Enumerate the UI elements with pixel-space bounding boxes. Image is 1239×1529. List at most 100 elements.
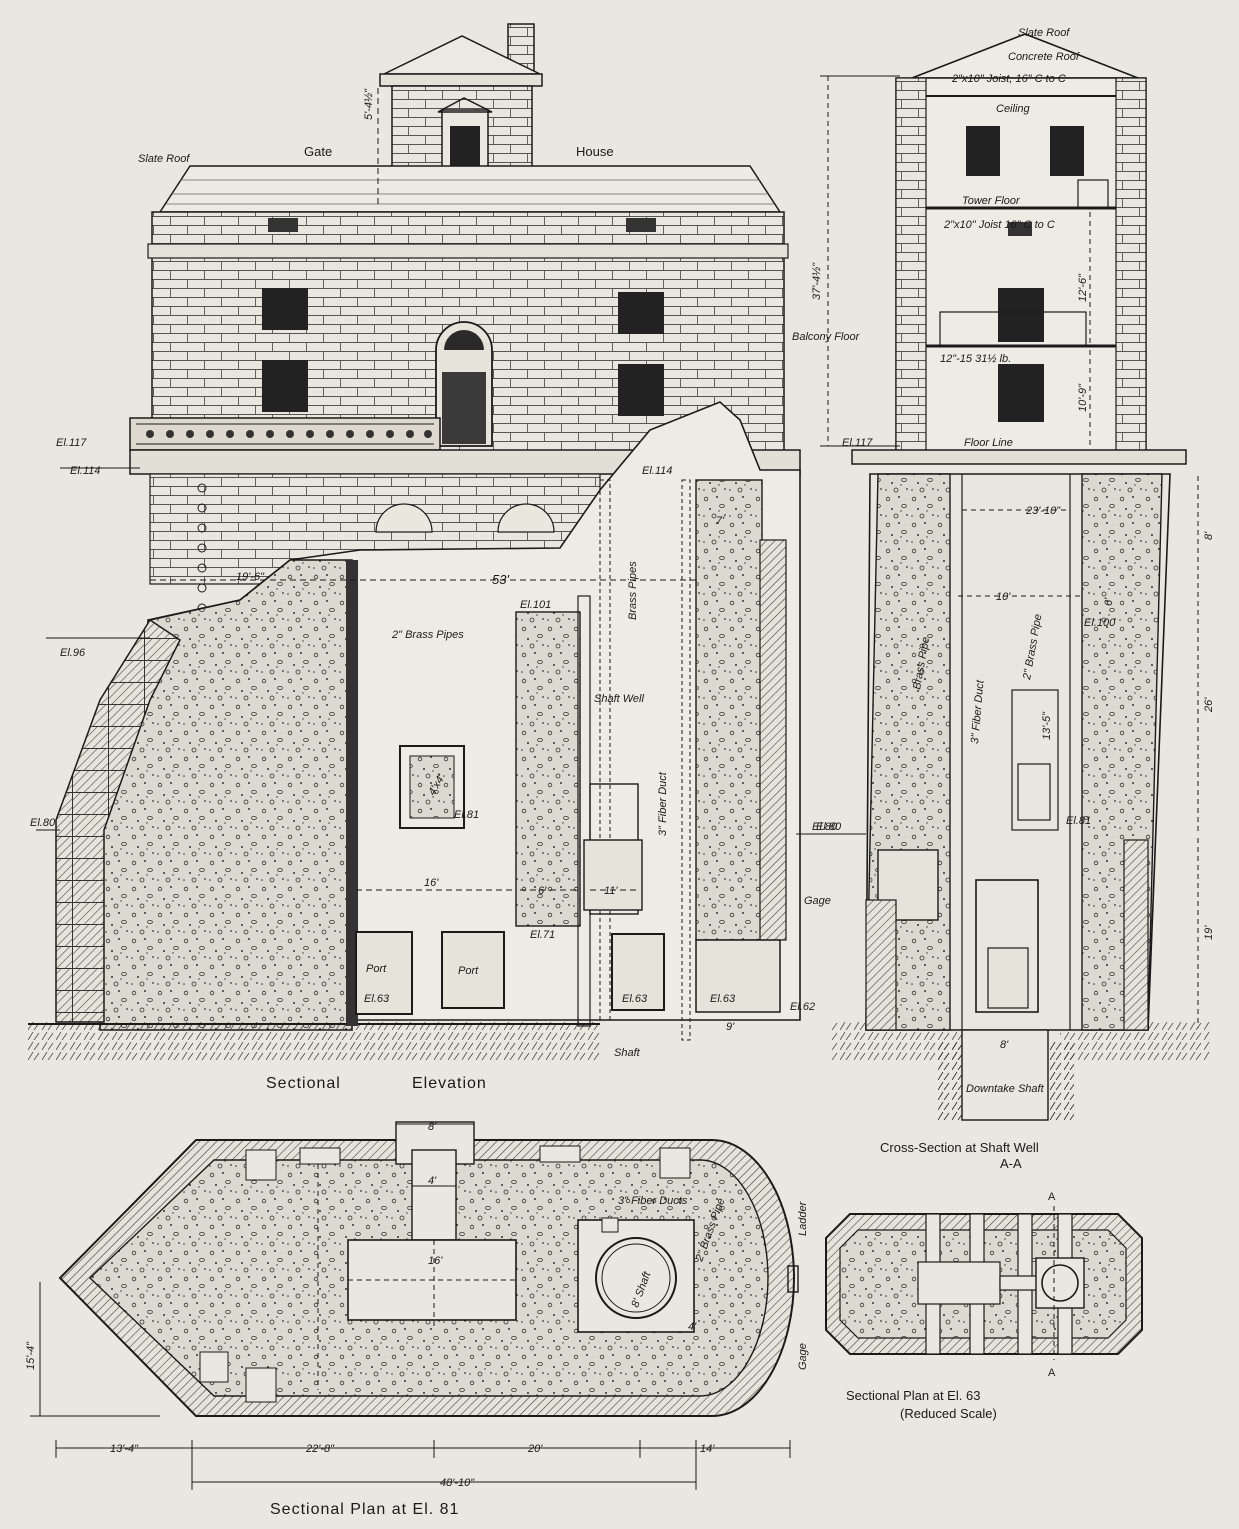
section-marker: A — [1048, 1191, 1056, 1203]
plan63-caption: (Reduced Scale) — [900, 1406, 997, 1421]
cornice — [147, 243, 789, 259]
cross-el80: El.80 — [816, 821, 842, 833]
dim-label: 14' — [700, 1443, 715, 1455]
elevation-caption: Sectional — [266, 1075, 341, 1092]
slate-roof-label: Slate Roof — [1018, 27, 1070, 39]
cross-caption: Cross-Section at Shaft Well — [880, 1140, 1039, 1155]
elevation-el114: El.114 — [70, 465, 100, 477]
elevation-el63: El.63 — [622, 993, 648, 1005]
elevation-el101: El.101 — [520, 599, 551, 611]
shaft-well-label: Shaft Well — [594, 693, 644, 705]
dim-label: 23'-10" — [1025, 505, 1061, 517]
window — [618, 364, 664, 416]
gage-label: Gage — [797, 1343, 809, 1370]
dim-label: 10'-9" — [1077, 383, 1089, 412]
joist-label: 2"x10" Joist 16" C to C — [943, 219, 1055, 231]
dim-label: 13'-5" — [1041, 711, 1053, 740]
dim-label: 26' — [1203, 697, 1215, 713]
balcony-floor-label: Balcony Floor — [792, 331, 861, 343]
dim-label: 13'-4" — [110, 1443, 139, 1455]
rail-label: 12"-15 31½ lb. — [940, 353, 1011, 365]
elevation-el81: El.81 — [454, 809, 479, 821]
brass-pipes-label: 2" Brass Pipes — [391, 629, 464, 641]
dim-label: 19' — [1203, 925, 1215, 940]
cross-el100: El.100 — [1084, 617, 1116, 629]
opening-4x4 — [399, 745, 465, 829]
cross-el81: El.81 — [1066, 815, 1091, 827]
dim-label: 20' — [527, 1443, 543, 1455]
dim-label: 8' — [428, 1121, 437, 1133]
floor-line-label: Floor Line — [964, 437, 1013, 449]
ladder-label: Ladder — [797, 1200, 809, 1236]
wall — [346, 560, 358, 1026]
dim-label: 6' — [538, 885, 547, 897]
dim-label: 8' — [1203, 531, 1215, 540]
port — [441, 931, 505, 1009]
port-label: Port — [366, 963, 387, 975]
ground — [28, 1022, 600, 1062]
house-label: House — [576, 144, 614, 159]
elevation-el63: El.63 — [364, 993, 390, 1005]
dim-label: 16' — [424, 877, 439, 889]
elevation-el96: El.96 — [60, 647, 86, 659]
stepped-wall — [55, 618, 181, 1023]
right-wall — [695, 479, 763, 941]
brass-pipes-label: Brass Pipes — [627, 561, 639, 620]
dim-label: 9' — [726, 1021, 735, 1033]
dim-label: 48'-10" — [440, 1477, 475, 1489]
dim-label: 19'-6" — [236, 571, 265, 583]
cross-caption: A-A — [1000, 1156, 1022, 1171]
elevation-el71: El.71 — [530, 929, 555, 941]
dim-label: 4' — [428, 1175, 437, 1187]
window — [262, 360, 308, 412]
joist-label: 2"x10" Joist, 16" C to C — [951, 73, 1066, 85]
pier — [515, 611, 581, 927]
plan-el81: 8' 4' 16' 3" Fiber Ducts 8' Shaft 2" Bra… — [25, 1121, 809, 1518]
dim-label: 37'-4½" — [811, 262, 823, 300]
dim-label: 53' — [492, 572, 509, 587]
plan-el63: A A Sectional Plan at El. 63 (Reduced Sc… — [825, 1191, 1143, 1421]
dim-label: 6' — [1103, 597, 1115, 606]
sectional-elevation: Slate Roof Gate House 5'-4½" El.117 El.1… — [28, 23, 1210, 1092]
elevation-caption: Elevation — [412, 1075, 487, 1092]
dim-label: 5'-4½" — [363, 88, 375, 120]
gate-label: Gate — [304, 144, 332, 159]
fiber-ducts-label: 3" Fiber Ducts — [618, 1195, 688, 1207]
fiber-duct-label: 3" Fiber Duct — [657, 771, 669, 836]
window — [262, 288, 308, 330]
gage-label: Gage — [804, 895, 831, 907]
dim-label: 7' — [716, 515, 725, 527]
dim-label: 22'-8" — [305, 1443, 335, 1455]
dim-label: 16' — [428, 1255, 443, 1267]
shaft-circle — [595, 1237, 677, 1319]
cross-el117: El.117 — [842, 437, 873, 449]
slate-roof — [158, 165, 782, 213]
plan81-caption: Sectional Plan at El. 81 — [270, 1501, 459, 1518]
section-marker: A — [1048, 1367, 1056, 1379]
cross-section: Slate Roof Concrete Roof 2"x10" Joist, 1… — [792, 27, 1215, 1171]
tower-floor-label: Tower Floor — [962, 195, 1021, 207]
elevation-el62: El.62 — [790, 1001, 815, 1013]
elevation-el117: El.117 — [56, 437, 87, 449]
port-label: Port — [458, 965, 479, 977]
elevation-el63: El.63 — [710, 993, 736, 1005]
dim-label: 8' — [1000, 1039, 1009, 1051]
dim-label: 15'-4" — [25, 1341, 37, 1370]
dim-label: 11' — [604, 885, 618, 897]
port — [355, 931, 413, 1015]
shaft-label: Shaft — [614, 1047, 641, 1059]
concrete-mass — [99, 559, 353, 1031]
downtake-label: Downtake Shaft — [966, 1083, 1045, 1095]
slate-roof-label: Slate Roof — [138, 153, 190, 165]
ceiling-label: Ceiling — [996, 103, 1031, 115]
plan63-caption: Sectional Plan at El. 63 — [846, 1388, 980, 1403]
dim-label: 12'-6" — [1077, 273, 1089, 302]
fiber-duct-label: 3" Fiber Duct — [969, 679, 987, 745]
dim-label: 4' — [688, 1321, 697, 1333]
concrete-roof-label: Concrete Roof — [1008, 51, 1080, 63]
dim-label: 10' — [996, 591, 1011, 603]
window — [618, 292, 664, 334]
elevation-el80: El.80 — [812, 821, 838, 833]
